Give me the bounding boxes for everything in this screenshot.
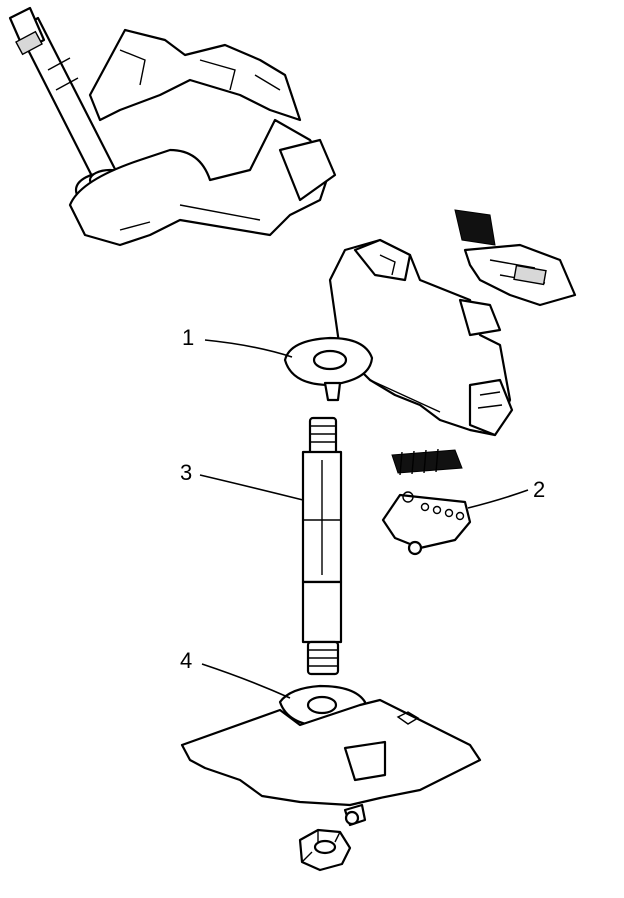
- callout-4-label: 4: [180, 648, 192, 673]
- assembled-switch-with-shaft: [8, 6, 337, 247]
- callout-4: 4: [180, 648, 291, 699]
- hex-nut: [298, 828, 352, 872]
- connector-bracket: [454, 209, 577, 307]
- callout-4-leader: [201, 663, 291, 699]
- callout-3: 3: [180, 460, 304, 501]
- callout-1-label: 1: [182, 325, 194, 350]
- switch-housing: [328, 238, 514, 437]
- callout-3-leader: [199, 474, 304, 501]
- part-3-shaft: [301, 416, 343, 676]
- callout-3-label: 3: [180, 460, 192, 485]
- part-1-flange: [283, 336, 374, 402]
- contact-strip: [391, 448, 463, 476]
- part-4-detent-lever: [180, 684, 482, 827]
- callout-2: 2: [467, 477, 545, 509]
- callout-2-label: 2: [533, 477, 545, 502]
- callout-2-leader: [467, 489, 529, 509]
- callout-1-leader: [204, 339, 293, 358]
- callout-1: 1: [182, 325, 293, 358]
- part-2-contact-plate: [381, 491, 472, 556]
